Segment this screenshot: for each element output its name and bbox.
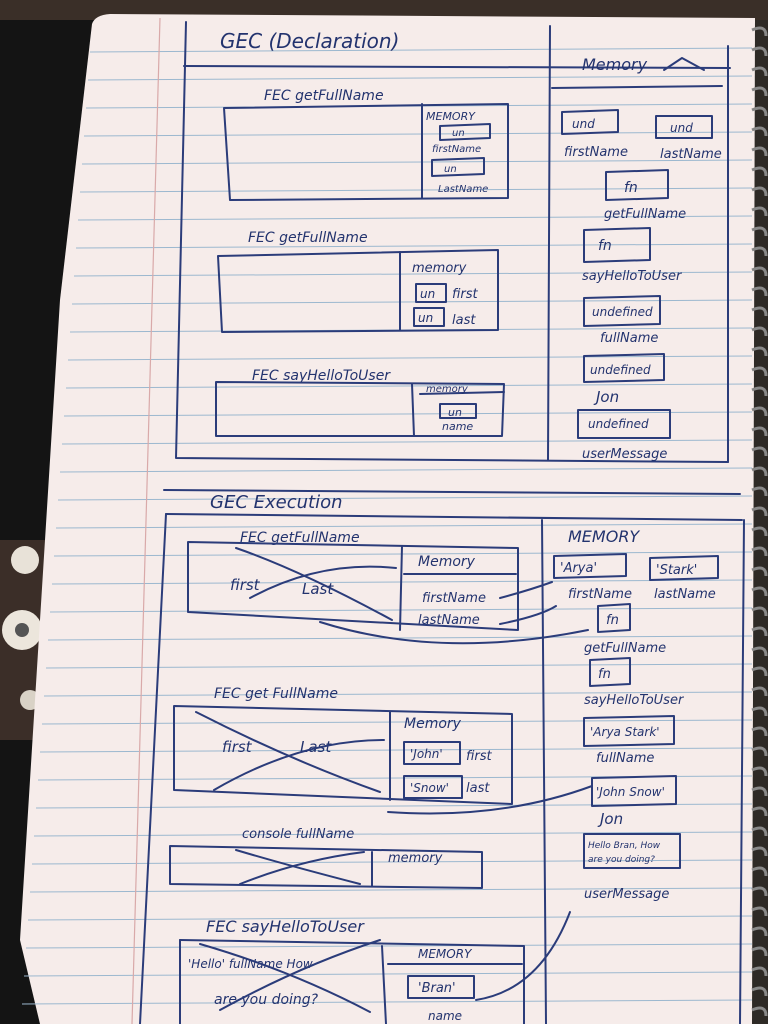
top-fec3-title: FEC sayHelloToUser — [252, 368, 391, 384]
bottom-fec3-title: FEC sayHelloToUser — [206, 917, 365, 936]
top-fec3-box1: un — [448, 406, 462, 419]
top-right-box1: und — [572, 117, 595, 131]
bottom-fec1-title: FEC getFullName — [240, 530, 360, 546]
bottom-fec2-local2: Last — [300, 738, 332, 756]
top-right-lastname: lastName — [660, 147, 722, 162]
top-fec1-var1: firstName — [432, 144, 481, 155]
bottom-right-box5-line1: Hello Bran, How — [588, 841, 661, 851]
bottom-console-memory: memory — [388, 851, 443, 866]
bottom-right-getfullname: getFullName — [584, 641, 666, 656]
bottom-right-box4: 'John Snow' — [596, 785, 665, 799]
gec-execution-diagram: GEC Execution MEMORY FEC getFullName Mem… — [139, 489, 745, 1024]
bottom-right-firstname: firstName — [568, 587, 632, 602]
bottom-fec3-text2: are you doing? — [214, 992, 319, 1008]
top-right-firstname: firstName — [564, 145, 628, 160]
bottom-fec3-var1: name — [428, 1009, 462, 1023]
gec-declaration-diagram: GEC (Declaration) Memory FEC getFullName… — [175, 21, 731, 463]
bottom-right-box5-line2: are you doing? — [588, 855, 655, 865]
bottom-fec2-title: FEC get FullName — [214, 686, 338, 702]
bottom-fec1-local1: first — [230, 576, 261, 594]
top-fec2-var2: last — [452, 313, 476, 328]
top-right-getfullname: getFullName — [604, 207, 686, 222]
paper-sheet — [20, 14, 755, 1024]
bottom-memory-header: MEMORY — [568, 527, 640, 546]
bottom-right-jon: Jon — [597, 810, 623, 828]
bottom-right-sayhello: sayHelloToUser — [584, 693, 685, 708]
execution-title: GEC Execution — [210, 492, 343, 513]
top-fec1-box2: un — [444, 164, 457, 175]
top-right-undefined1: undefined — [592, 305, 653, 319]
top-fec2-box1: un — [420, 287, 435, 301]
top-fec1-title: FEC getFullName — [264, 88, 384, 104]
declaration-title: GEC (Declaration) — [220, 29, 399, 53]
bottom-fec2-var2: last — [466, 781, 490, 796]
bottom-right-lastname: lastName — [654, 587, 716, 602]
top-right-usermessage: userMessage — [582, 447, 667, 462]
top-fec2-var1: first — [452, 287, 479, 302]
bottom-right-box1: 'Arya' — [560, 561, 597, 576]
top-fec1-memory: MEMORY — [426, 110, 476, 123]
top-right-fullname: fullName — [600, 331, 658, 346]
bottom-fec1-memory: Memory — [418, 554, 476, 570]
bottom-right-usermessage: userMessage — [584, 887, 669, 902]
bottom-fec1-var2: lastName — [418, 613, 480, 628]
top-right-box2: und — [670, 121, 693, 135]
top-fec3-memory: memory — [426, 384, 469, 395]
bottom-fec3-text1: 'Hello' fullName How — [188, 957, 313, 971]
bottom-fec2-var1: first — [466, 749, 493, 764]
top-fec2-title: FEC getFullName — [248, 230, 368, 246]
bottom-right-fn1: fn — [606, 613, 619, 628]
top-right-fn1: fn — [624, 180, 638, 196]
top-memory-header: Memory — [582, 55, 648, 74]
bottom-fec2-box1: 'John' — [410, 747, 443, 761]
bottom-right-box2: 'Stark' — [656, 563, 697, 578]
top-fec2-memory: memory — [412, 261, 467, 276]
bottom-right-fn2: fn — [598, 667, 611, 682]
spiral-binding — [751, 26, 768, 1017]
bottom-fec3-memory: MEMORY — [418, 947, 473, 961]
top-right-fn2: fn — [598, 238, 612, 254]
bottom-fec2-box2: 'Snow' — [410, 781, 449, 795]
top-fec1-box1: un — [452, 128, 465, 139]
bottom-right-box3: 'Arya Stark' — [590, 725, 660, 739]
top-right-jon: Jon — [593, 388, 619, 406]
bottom-fec2-local1: first — [222, 738, 253, 756]
bottom-fec2-memory: Memory — [404, 716, 462, 732]
top-right-undefined3: undefined — [588, 417, 649, 431]
bottom-right-fullname: fullName — [596, 751, 654, 766]
top-fec2-box2: un — [418, 311, 433, 325]
top-fec1-var2: LastName — [438, 184, 488, 195]
bottom-fec1-var1: firstName — [422, 591, 486, 606]
bottom-console-title: console fullName — [242, 827, 354, 842]
top-right-undefined2: undefined — [590, 363, 651, 377]
top-fec3-var1: name — [442, 420, 473, 433]
bottom-fec3-box1: 'Bran' — [418, 981, 456, 996]
top-right-sayhello: sayHelloToUser — [582, 269, 683, 284]
bottom-fec1-local2: Last — [302, 580, 334, 598]
